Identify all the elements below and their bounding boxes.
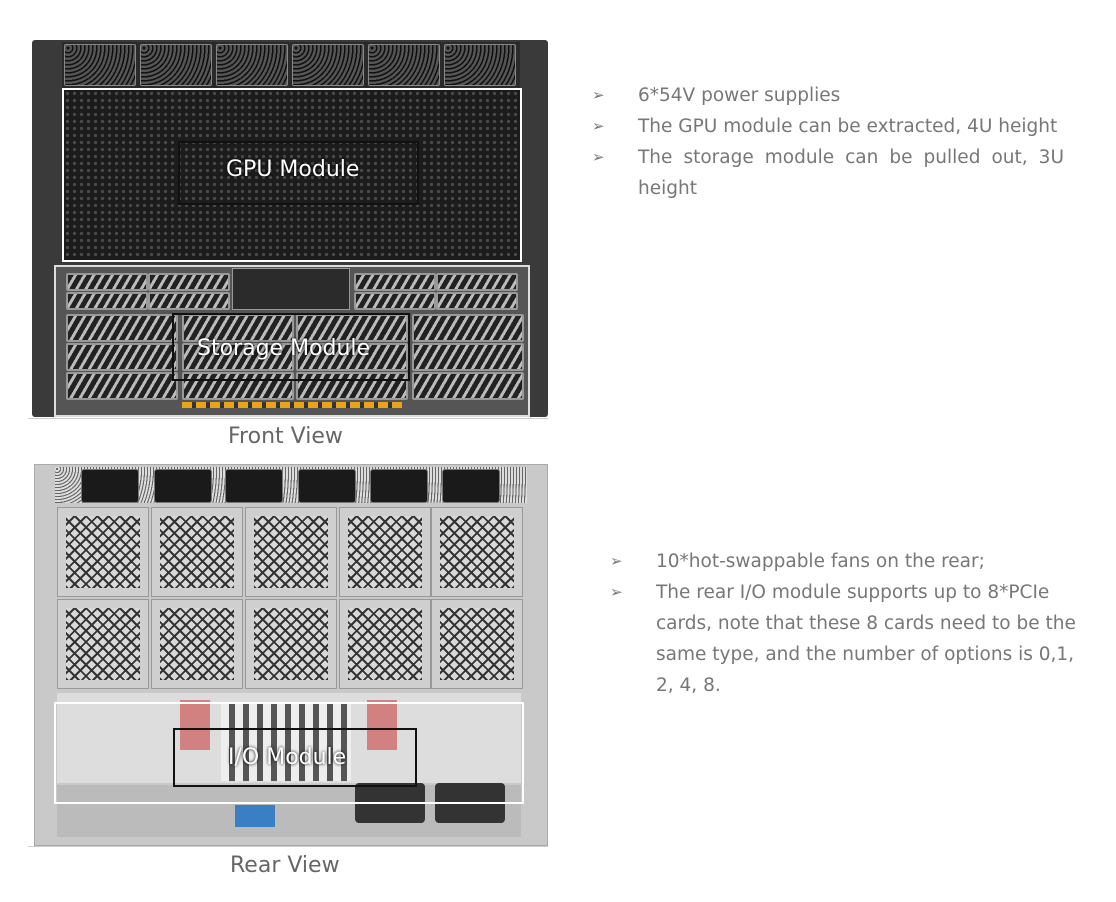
psu-slot (368, 44, 440, 86)
psu-slot (444, 44, 516, 86)
rear-view-image (34, 464, 548, 846)
list-item: ➢The GPU module can be extracted, 4U hei… (592, 111, 1064, 142)
list-item: ➢10*hot-swappable fans on the rear; (610, 546, 1082, 577)
io-module-label: I/O Module (228, 745, 347, 770)
psu-slot (292, 44, 364, 86)
list-item: ➢The rear I/O module supports up to 8*PC… (610, 577, 1082, 701)
storage-module-callout (172, 313, 410, 381)
arrowhead-bullet-icon: ➢ (592, 148, 605, 166)
front-view-caption: Front View (228, 424, 343, 449)
io-module-region (54, 702, 524, 804)
psu-slot (216, 44, 288, 86)
io-module-callout (173, 728, 417, 787)
list-item: ➢The storage module can be pulled out, 3… (592, 142, 1064, 204)
psu-slot (140, 44, 212, 86)
arrowhead-bullet-icon: ➢ (592, 86, 605, 104)
rear-bullet-list: ➢10*hot-swappable fans on the rear; ➢The… (610, 546, 1082, 701)
front-view-image (32, 40, 548, 417)
arrowhead-bullet-icon: ➢ (592, 117, 605, 135)
gpu-module-callout (178, 141, 419, 205)
rear-view-caption: Rear View (230, 853, 340, 878)
arrowhead-bullet-icon: ➢ (610, 552, 623, 570)
front-bullet-list: ➢6*54V power supplies ➢The GPU module ca… (592, 80, 1064, 204)
arrowhead-bullet-icon: ➢ (610, 583, 623, 601)
storage-module-label: Storage Module (197, 336, 371, 361)
list-item: ➢6*54V power supplies (592, 80, 1064, 111)
psu-slot (64, 44, 136, 86)
gpu-module-grille (62, 88, 522, 262)
gpu-module-label: GPU Module (226, 157, 360, 182)
